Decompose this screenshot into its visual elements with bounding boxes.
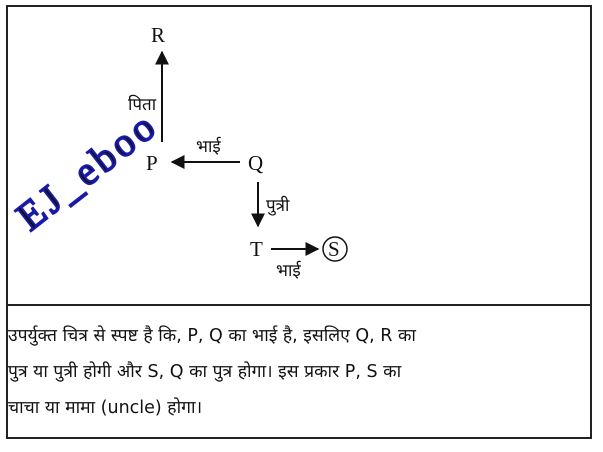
explanation-text: उपर्युक्त चित्र से स्पष्ट है कि, P, Q का… bbox=[8, 318, 582, 426]
node-s: S bbox=[328, 237, 340, 261]
node-r: R bbox=[151, 23, 165, 47]
node-q: Q bbox=[248, 151, 263, 175]
content-box bbox=[6, 5, 592, 439]
explanation-line-1: उपर्युक्त चित्र से स्पष्ट है कि, P, Q का… bbox=[8, 326, 416, 346]
explanation-line-3: चाचा या मामा (uncle) होगा। bbox=[8, 398, 203, 418]
label-father: पिता bbox=[128, 94, 157, 114]
label-brother-qp: भाई bbox=[196, 136, 222, 156]
label-daughter: पुत्री bbox=[266, 195, 290, 216]
node-t: T bbox=[250, 237, 263, 261]
label-brother-ts: भाई bbox=[276, 260, 302, 280]
node-s-circle bbox=[322, 236, 348, 262]
section-divider bbox=[8, 304, 590, 306]
explanation-line-2: पुत्र या पुत्री होगी और S, Q का पुत्र हो… bbox=[8, 362, 402, 382]
node-p: P bbox=[146, 151, 158, 175]
